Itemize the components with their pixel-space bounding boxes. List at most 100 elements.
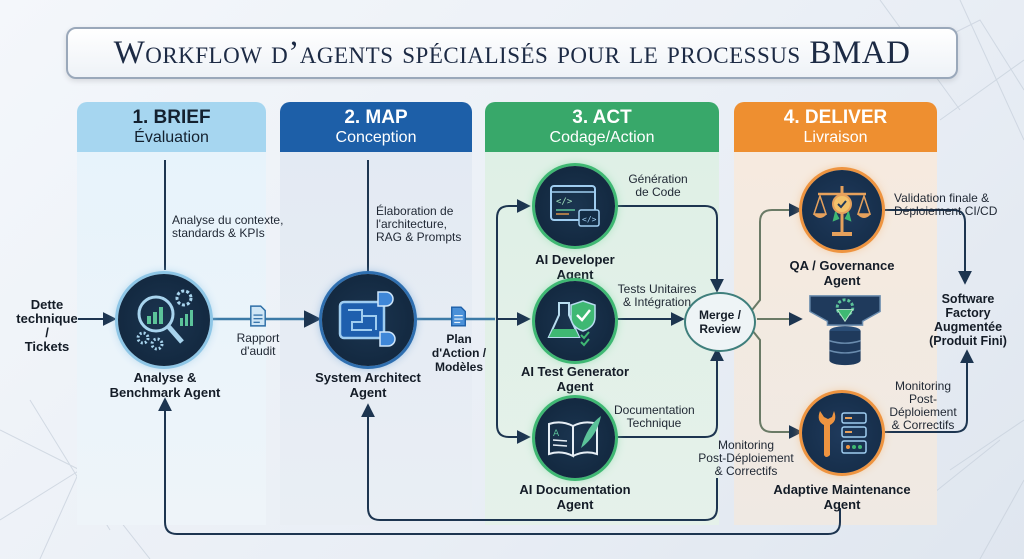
- annotation-line: Déploiement: [889, 405, 957, 419]
- annotation-doc-tech: Documentation Technique: [614, 403, 695, 430]
- developer-agent-label: AI Developer Agent: [520, 252, 630, 282]
- annotation-rapport: Rapport d'audit: [228, 332, 288, 358]
- merge-to-maint: [751, 329, 803, 439]
- annotation-line: Monitoring: [717, 438, 775, 452]
- annotation-line: Tests Unitaires: [617, 282, 697, 296]
- annotation-monitoring-left: Monitoring Post-Déploiement & Correctifs: [690, 439, 802, 478]
- phase-title: 3. ACT: [572, 107, 632, 128]
- annotation-line: Génération: [628, 172, 688, 186]
- document-icon: [250, 305, 266, 327]
- phase-subtitle: Évaluation: [134, 129, 209, 146]
- agent-name-line: AI Test Generator: [520, 364, 630, 379]
- input-label: Dette technique / Tickets: [15, 298, 79, 354]
- annotation-line: d'Action /: [431, 346, 487, 360]
- doc-agent-node[interactable]: A: [535, 398, 615, 478]
- agent-name-line: Analyse &: [133, 370, 197, 385]
- annotation-monitoring-right: Monitoring Post- Déploiement & Correctif…: [884, 380, 962, 432]
- output-label: Software Factory Augmentée (Produit Fini…: [920, 292, 1016, 348]
- agent-name-line: Agent: [556, 497, 594, 512]
- phase-header-map: 2. MAP Conception: [280, 102, 472, 152]
- merge-to-qa: [751, 203, 803, 311]
- annotation-line: Plan: [446, 332, 472, 346]
- output-line: Software: [941, 292, 995, 306]
- annotation-line: Validation finale &: [894, 191, 990, 205]
- feedback-to-architect: [361, 403, 718, 521]
- merge-review-node[interactable]: Merge / Review: [684, 292, 756, 352]
- wrench-server-icon: [818, 411, 867, 457]
- page-title: Workflow d’agents spécialisés pour le pr…: [113, 34, 911, 71]
- branch-doc: [496, 319, 531, 444]
- code-window-icon: </> </>: [550, 185, 600, 227]
- gear-database-funnel-icon: [809, 295, 881, 366]
- qa-agent-label: QA / Governance Agent: [777, 258, 907, 288]
- agent-name-line: AI Documentation: [519, 482, 631, 497]
- agent-name-line: Adaptive Maintenance: [773, 482, 911, 497]
- blueprint-icon: [338, 291, 396, 347]
- phase-title: 1. BRIEF: [132, 107, 211, 128]
- annotation-line: standards & KPIs: [172, 226, 265, 240]
- agent-name-line: Agent: [556, 379, 594, 394]
- annotation-line: l'architecture,: [376, 217, 447, 231]
- annotation-validation: Validation finale & Déploiement CI/CD: [894, 192, 997, 218]
- phase-title: 2. MAP: [344, 107, 408, 128]
- agent-name-line: AI Developer: [535, 252, 615, 267]
- architect-agent-label: System Architect Agent: [300, 370, 436, 400]
- agent-name-line: System Architect: [315, 370, 421, 385]
- book-quill-icon: A: [548, 416, 601, 458]
- developer-agent-node[interactable]: </> </>: [535, 166, 615, 246]
- agent-name-line: Agent: [823, 273, 861, 288]
- merge-line: Merge /: [698, 308, 741, 322]
- flask-shield-icon: [547, 300, 596, 347]
- annotation-line: & Correctifs: [891, 418, 955, 432]
- phase-header-deliver: 4. DELIVER Livraison: [734, 102, 937, 152]
- qa-agent-node[interactable]: [802, 170, 882, 250]
- annotation-line: Déploiement CI/CD: [894, 204, 998, 218]
- annotation-line: Modèles: [434, 360, 483, 374]
- analyse-agent-label: Analyse & Benchmark Agent: [100, 370, 230, 400]
- annotation-line: Rapport: [236, 331, 280, 345]
- annotation-line: RAG & Prompts: [376, 230, 462, 244]
- merge-label: Merge / Review: [699, 308, 741, 336]
- phase-subtitle: Codage/Action: [549, 129, 655, 146]
- qa-to-output: [880, 209, 972, 285]
- magnifier-chart-gears-icon: [136, 289, 193, 351]
- annotation-line: Post-Déploiement: [698, 451, 794, 465]
- agent-name-line: Agent: [556, 267, 594, 282]
- doc-to-merge: [612, 347, 724, 438]
- merge-line: Review: [699, 322, 741, 336]
- dev-to-merge: [612, 205, 724, 293]
- annotation-line: & Correctifs: [714, 464, 778, 478]
- scales-badge-icon: [812, 186, 872, 236]
- feedback-to-analyse: [158, 397, 841, 535]
- title-banner: Workflow d’agents spécialisés pour le pr…: [66, 27, 958, 79]
- output-line: (Produit Fini): [929, 334, 1007, 348]
- architect-agent-node[interactable]: [322, 274, 414, 366]
- annotation-line: de Code: [635, 185, 681, 199]
- test-agent-node[interactable]: [535, 281, 615, 361]
- agent-name-line: Benchmark Agent: [109, 385, 221, 400]
- phase-header-brief: 1. BRIEF Évaluation: [77, 102, 266, 152]
- input-line: Dette: [30, 297, 64, 312]
- annotation-plan: Plan d'Action / Modèles: [424, 332, 494, 374]
- annotation-gen-code: Génération de Code: [620, 173, 696, 199]
- output-line: Augmentée: [933, 320, 1003, 334]
- phase-subtitle: Livraison: [803, 129, 868, 146]
- annotation-line: Post-: [908, 392, 937, 406]
- agent-name-line: QA / Governance: [789, 258, 895, 273]
- svg-text:A: A: [553, 429, 560, 439]
- annotation-line: Documentation: [614, 403, 695, 417]
- annotation-context: Analyse du contexte, standards & KPIs: [172, 214, 283, 240]
- test-agent-label: AI Test Generator Agent: [510, 364, 640, 394]
- agent-name-line: Agent: [823, 497, 861, 512]
- maintenance-agent-node[interactable]: [802, 393, 882, 473]
- branch-dev: [496, 199, 531, 319]
- annotation-line: Technique: [626, 416, 682, 430]
- agent-name-line: Agent: [349, 385, 387, 400]
- annotation-line: Monitoring: [894, 379, 952, 393]
- svg-text:</>: </>: [582, 215, 597, 224]
- analyse-agent-node[interactable]: [118, 274, 210, 366]
- phase-title: 4. DELIVER: [783, 107, 888, 128]
- annotation-line: Analyse du contexte,: [172, 213, 284, 227]
- annotation-line: d'audit: [240, 344, 276, 358]
